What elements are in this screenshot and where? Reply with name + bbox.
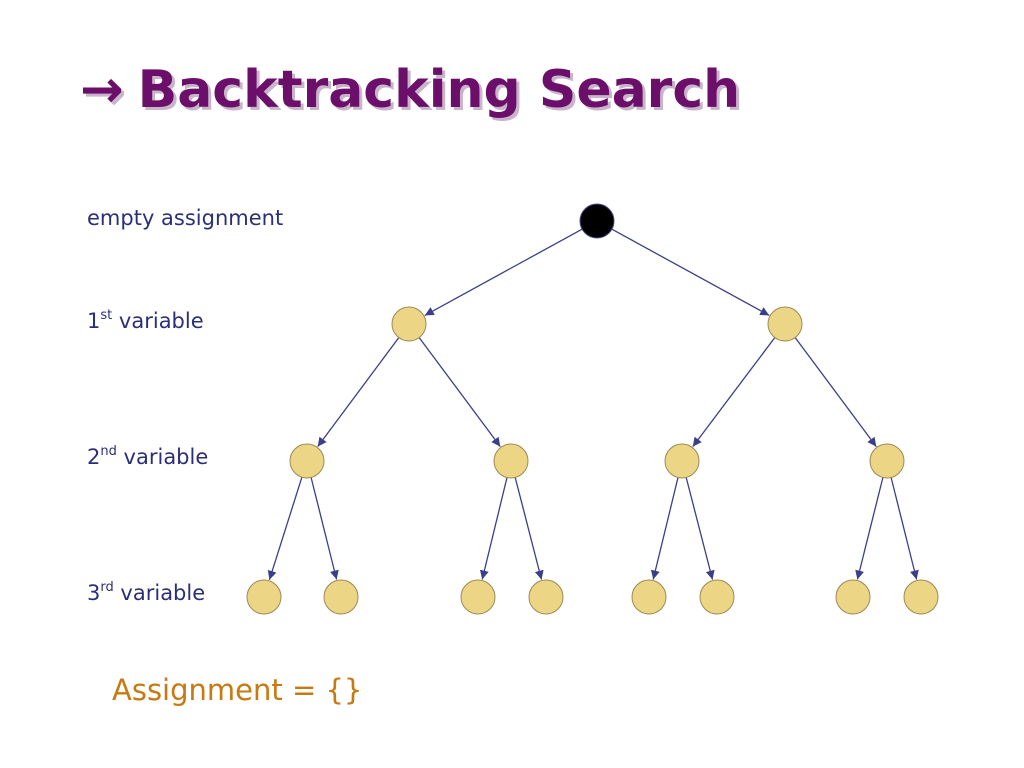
tree-edge-n2d-n3h — [890, 477, 919, 580]
level-label-root: empty assignment — [87, 206, 284, 230]
tree-edge-n1a-n2b — [418, 337, 501, 447]
tree-node-level-2 — [664, 443, 700, 479]
level-label-1: 1st variable — [87, 308, 204, 333]
tree-edge-root-n1a — [424, 228, 583, 316]
tree-edge-n1b-n2d — [794, 337, 877, 447]
arrow-right-icon: → — [80, 60, 124, 120]
tree-node-level-3 — [323, 579, 359, 615]
tree-node-level-3 — [460, 579, 496, 615]
tree-node-level-3 — [631, 579, 667, 615]
slide-title-text: Backtracking Search — [137, 60, 741, 120]
tree-edge-n2a-n3b — [310, 477, 339, 580]
tree-edge-n1b-n2c — [692, 337, 776, 447]
level-label-2: 2nd variable — [87, 444, 209, 469]
tree-edge-n1a-n2a — [317, 337, 400, 447]
tree-edge-n2c-n3f — [685, 477, 715, 580]
tree-edge-n2c-n3e — [650, 477, 679, 580]
tree-edge-root-n1b — [611, 228, 770, 316]
tree-node-level-1 — [767, 306, 803, 342]
tree-node-level-3 — [699, 579, 735, 615]
tree-node-level-3 — [528, 579, 564, 615]
tree-node-level-3 — [835, 579, 871, 615]
tree-edge-n2a-n3a — [267, 477, 303, 580]
tree-node-level-1 — [391, 306, 427, 342]
tree-node-level-2 — [493, 443, 529, 479]
tree-edge-n2d-n3g — [855, 477, 884, 580]
tree-edge-n2b-n3d — [514, 477, 544, 580]
tree-edge-n2b-n3c — [479, 477, 508, 580]
tree-node-level-2 — [289, 443, 325, 479]
assignment-text: Assignment = {} — [112, 673, 363, 707]
tree-node-level-2 — [869, 443, 905, 479]
level-label-3: 3rd variable — [87, 580, 206, 605]
tree-node-level-3 — [903, 579, 939, 615]
tree-node-level-3 — [246, 579, 282, 615]
slide-title: →Backtracking Search — [80, 52, 740, 128]
tree-node-root — [579, 203, 615, 239]
